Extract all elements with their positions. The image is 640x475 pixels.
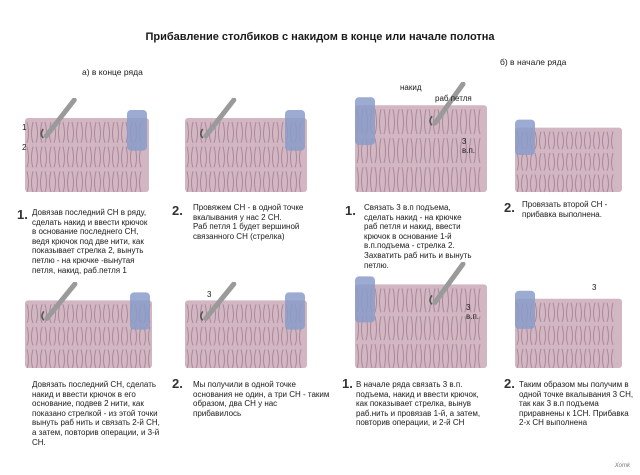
label-three-stitches: 3 — [207, 290, 212, 299]
step-number: 2. — [172, 203, 183, 218]
label-3-vp-bottom: 3 в.п. — [466, 303, 480, 321]
label-3-vp-top: 3 в.п. — [462, 137, 476, 155]
crochet-hook-icon — [429, 262, 466, 305]
figure-start-step4 — [515, 290, 622, 369]
step-number: 1. — [342, 376, 353, 391]
section-end-heading: а) в конце ряда — [82, 67, 143, 77]
figure-start-step2 — [515, 119, 622, 193]
crochet-hook-icon — [200, 98, 237, 139]
crochet-hook-icon — [40, 98, 77, 139]
signature: Хоmk — [614, 463, 630, 469]
step-text: В начале ряда связать 3 в.п. подъема, на… — [356, 380, 481, 428]
fabric-swatch — [25, 292, 152, 369]
fabric-swatch — [515, 119, 622, 193]
step-text: Провяжем СН - в одной точке вкалывания у… — [193, 203, 304, 241]
crochet-hook-icon — [429, 82, 466, 126]
step-number: 1. — [345, 203, 356, 218]
figure-end-step1 — [25, 98, 149, 193]
label-arrow-2: 2 — [22, 143, 27, 152]
step-number: 1. — [17, 207, 28, 222]
step-number: 2. — [504, 200, 515, 215]
crochet-hook-icon — [200, 282, 237, 321]
step-number: 2. — [504, 376, 515, 391]
fabric-swatch — [355, 97, 487, 193]
fabric-swatch — [185, 292, 307, 369]
label-three-right: 3 — [592, 283, 597, 292]
label-arrow-1: 1 — [22, 123, 27, 132]
section-start-heading: б) в начале ряда — [500, 57, 567, 67]
figure-end-step3 — [25, 282, 152, 369]
step-text: Провязать второй СН - прибавка выполнена… — [522, 200, 608, 219]
crochet-hook-icon — [41, 282, 78, 321]
step-number: 2. — [172, 376, 183, 391]
fabric-swatch — [25, 110, 149, 193]
fabric-swatch — [515, 290, 622, 369]
figure-start-step1 — [355, 82, 487, 193]
label-nakid: накид — [400, 83, 422, 92]
label-rab-petlya: раб петля — [435, 94, 472, 103]
figure-start-step3 — [355, 262, 487, 369]
fabric-swatch — [185, 110, 307, 193]
step-text: Мы получили в одной точке основания не о… — [193, 380, 330, 418]
fabric-swatch — [355, 276, 487, 369]
step-text: Довязать последний СН, сделать накид и в… — [32, 380, 160, 447]
figure-end-step4 — [185, 282, 307, 369]
step-text: Довязав последний СН в ряду, сделать нак… — [32, 208, 148, 275]
step-text: Связать 3 в.п подъема, сделать накид - н… — [364, 203, 472, 270]
page-title: Прибавление столбиков с накидом в конце … — [145, 31, 495, 43]
step-text: Таким образом мы получим в одной точке в… — [519, 380, 634, 428]
figure-end-step2 — [185, 98, 307, 193]
